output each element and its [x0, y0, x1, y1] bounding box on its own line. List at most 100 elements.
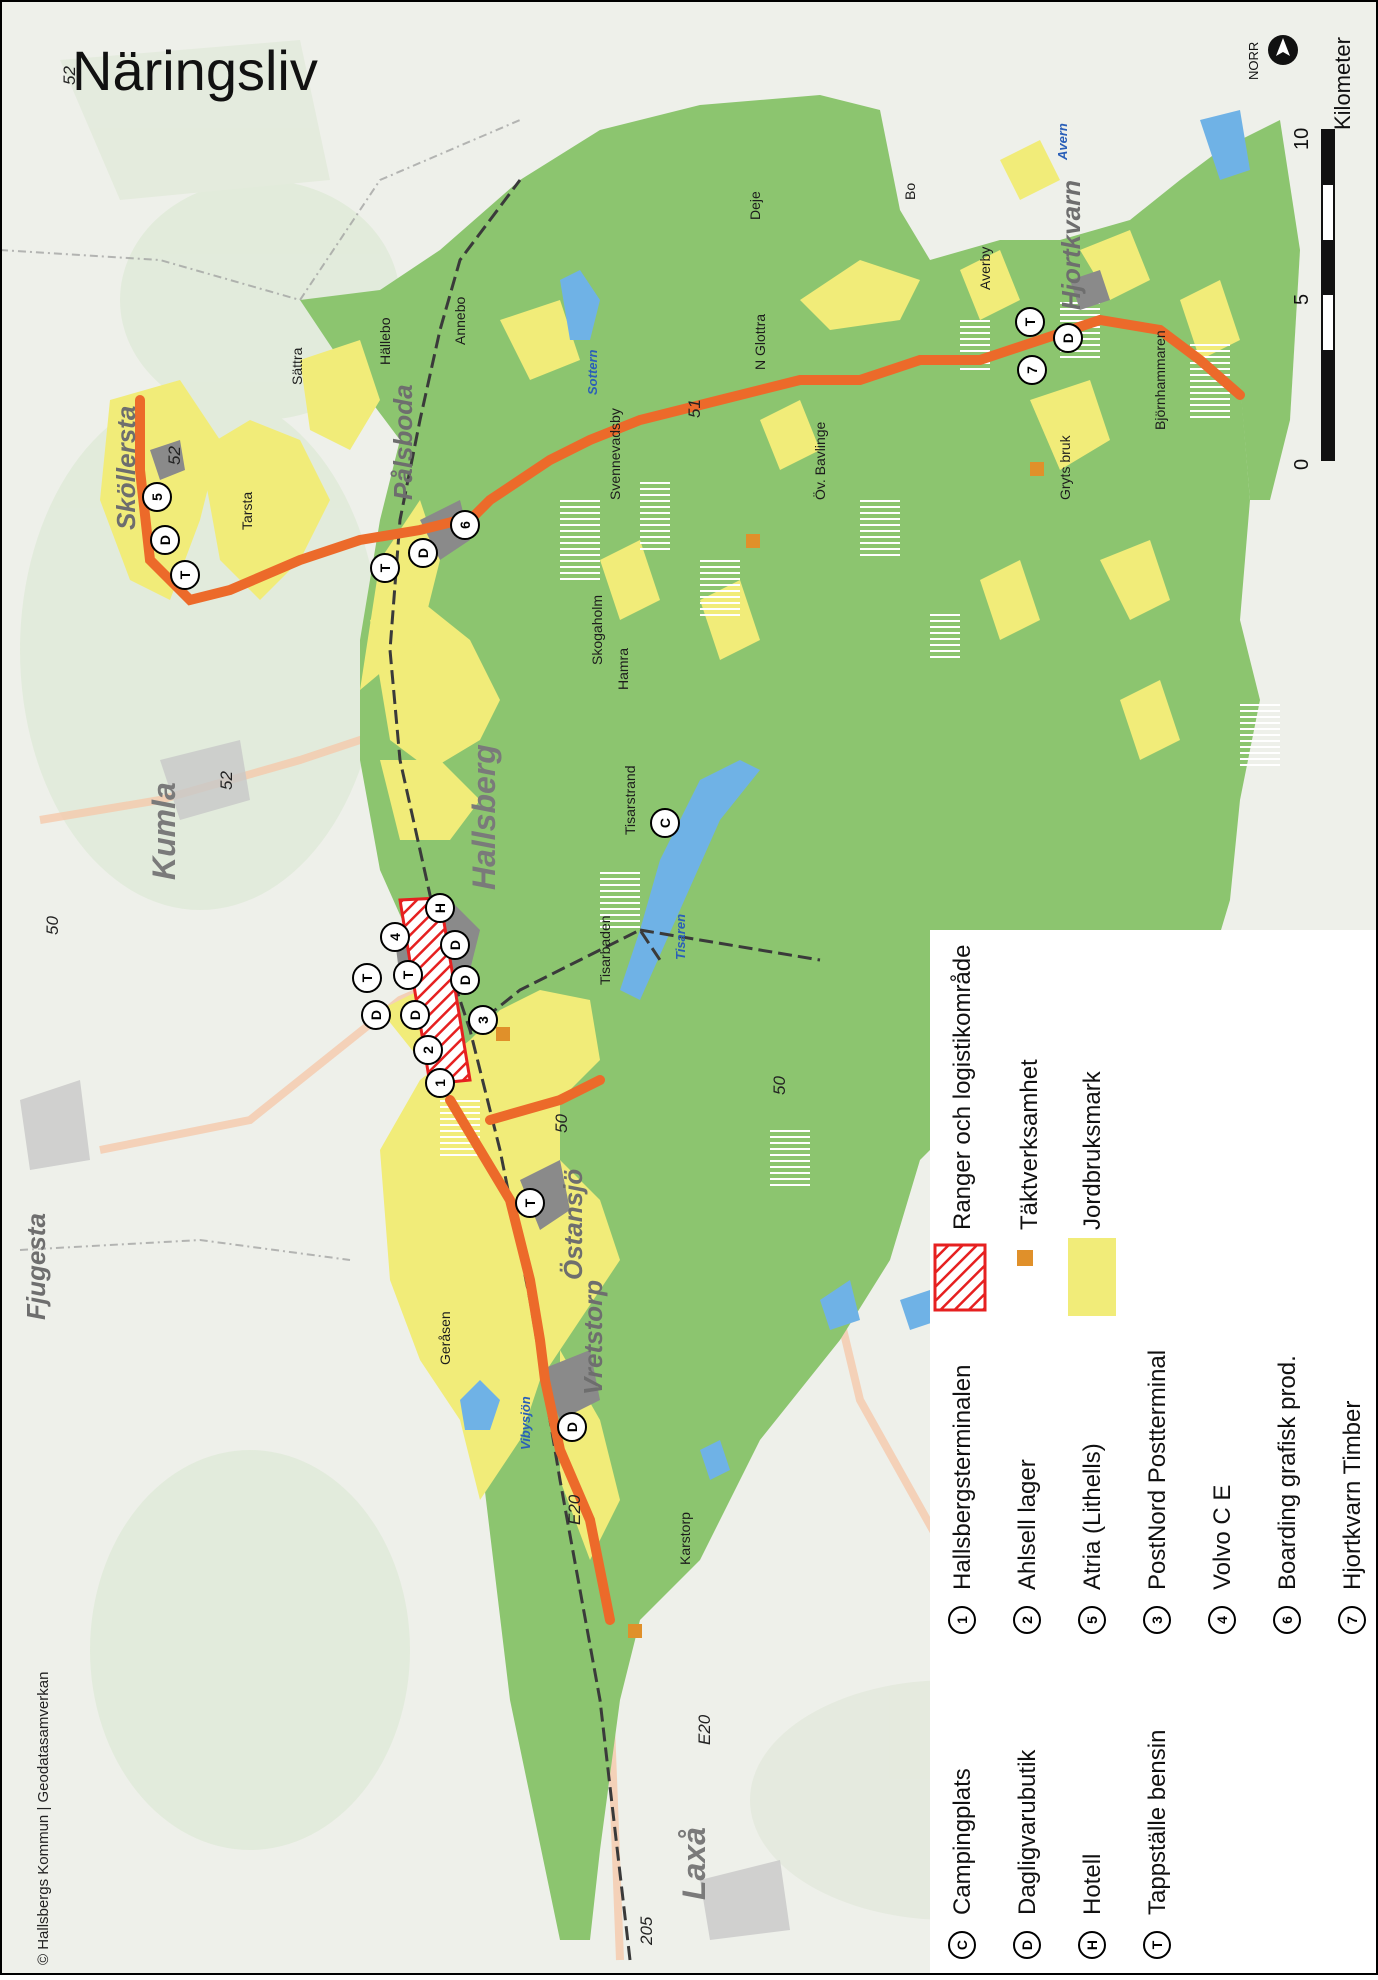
- road-label-50: 50: [552, 1114, 571, 1133]
- place-deje: Deje: [747, 191, 763, 220]
- municipality-area-east: [1220, 120, 1300, 500]
- map-symbol-6[interactable]: 6: [450, 510, 480, 540]
- legend-item-atria: 5 Atria (Lithells): [1078, 1443, 1106, 1634]
- svg-text:Ranger och logistikområde: Ranger och logistikområde: [949, 945, 976, 1230]
- map-symbol-d[interactable]: D: [400, 1000, 430, 1030]
- place-skogaholm: Skogaholm: [589, 595, 605, 665]
- legend-item-ranger: Ranger och logistikområde: [933, 945, 987, 1312]
- place-hallebo: Hällebo: [377, 317, 393, 365]
- svg-text:Hallsbergsterminalen: Hallsbergsterminalen: [949, 1365, 976, 1590]
- road-labels: E20 E20 50 50 50 51 52 52 52 205: [43, 66, 789, 1946]
- svg-text:Boarding grafisk prod.: Boarding grafisk prod.: [1274, 1355, 1301, 1590]
- quarry-marker: [496, 1027, 510, 1041]
- svg-text:D: D: [368, 1010, 384, 1020]
- legend: C Campingplats D Dagligvarubutik H Hotel…: [933, 945, 1366, 1959]
- map-symbol-d[interactable]: D: [361, 1000, 391, 1030]
- svg-text:Hotell: Hotell: [1079, 1854, 1106, 1915]
- map-symbol-5[interactable]: 5: [142, 482, 172, 512]
- lake-vibysjon: Vibysjön: [518, 1396, 533, 1450]
- svg-text:5: 5: [149, 493, 165, 501]
- map-title: Näringsliv: [72, 39, 318, 102]
- svg-text:Hjortkvarn Timber: Hjortkvarn Timber: [1339, 1401, 1366, 1590]
- road-label-52: 52: [60, 66, 79, 85]
- quarry-marker: [746, 534, 760, 548]
- svg-text:3: 3: [1149, 1616, 1165, 1624]
- svg-text:T: T: [359, 973, 375, 982]
- svg-text:D: D: [157, 535, 173, 545]
- town-palsboda: Pålsboda: [388, 384, 418, 500]
- svg-text:T: T: [400, 970, 416, 979]
- svg-text:Dagligvarubutik: Dagligvarubutik: [1014, 1749, 1041, 1915]
- map-symbol-d[interactable]: D: [557, 1412, 587, 1442]
- legend-item-campingplats: C Campingplats: [948, 1768, 976, 1959]
- map-symbol-t[interactable]: T: [370, 553, 400, 583]
- map-symbol-3[interactable]: 3: [468, 1005, 498, 1035]
- town-hallsberg: Hallsberg: [466, 744, 502, 890]
- legend-item-postnord: 3 PostNord Postterminal: [1143, 1350, 1171, 1634]
- map-symbol-1[interactable]: 1: [425, 1068, 455, 1098]
- road-51: [465, 314, 1245, 525]
- map-symbol-t[interactable]: T: [1015, 307, 1045, 337]
- svg-text:Tappställe bensin: Tappställe bensin: [1144, 1730, 1171, 1915]
- map-symbol-h[interactable]: H: [425, 893, 455, 923]
- legend-item-boarding: 6 Boarding grafisk prod.: [1273, 1355, 1301, 1634]
- scale-tick: 0: [1291, 459, 1313, 470]
- town-kumla: Kumla: [146, 782, 182, 880]
- town-fjugesta: Fjugesta: [21, 1213, 51, 1320]
- place-bjornhammaren: Björnhammaren: [1152, 330, 1168, 430]
- legend-item-volvo: 4 Volvo C E: [1208, 1485, 1236, 1634]
- map-symbol-4[interactable]: 4: [380, 922, 410, 952]
- road-label-50: 50: [43, 916, 62, 935]
- svg-text:Volvo C E: Volvo C E: [1209, 1485, 1236, 1590]
- lake-labels: Vibysjön Tisaren Sottern Avern: [518, 123, 1070, 1450]
- map-symbol-d[interactable]: D: [408, 538, 438, 568]
- legend-item-ahlsell: 2 Ahlsell lager: [1013, 1459, 1041, 1634]
- svg-text:1: 1: [432, 1079, 448, 1087]
- svg-text:4: 4: [387, 933, 403, 941]
- svg-text:Jordbruksmark: Jordbruksmark: [1079, 1070, 1106, 1230]
- town-skollersta: Sköllersta: [111, 406, 141, 530]
- svg-text:D: D: [415, 548, 431, 558]
- place-n-glottra: N Glottra: [752, 314, 768, 370]
- map-symbol-2[interactable]: 2: [413, 1035, 443, 1065]
- map-symbol-7[interactable]: 7: [1017, 355, 1047, 385]
- place-ov-bavlinge: Öv. Bavlinge: [811, 421, 828, 500]
- road-label-51: 51: [685, 399, 704, 418]
- map-symbol-d[interactable]: D: [1053, 323, 1083, 353]
- svg-text:7: 7: [1344, 1616, 1360, 1624]
- map-symbol-c[interactable]: C: [650, 808, 680, 838]
- road-label-52: 52: [165, 446, 184, 465]
- svg-text:2: 2: [420, 1046, 436, 1054]
- map-symbol-t[interactable]: T: [352, 963, 382, 993]
- map-symbol-d[interactable]: D: [450, 965, 480, 995]
- background-urban: [20, 740, 790, 1940]
- road-e20: [445, 1095, 615, 1625]
- place-tarsta: Tarsta: [239, 492, 255, 530]
- municipality-area: [300, 95, 1260, 1940]
- svg-text:4: 4: [1214, 1616, 1230, 1624]
- svg-text:5: 5: [1084, 1616, 1100, 1624]
- svg-text:D: D: [1019, 1940, 1035, 1950]
- town-labels: Fjugesta Kumla Laxå Hallsberg Östansjö V…: [21, 180, 1086, 1900]
- map-symbol-t[interactable]: T: [393, 960, 423, 990]
- place-svennevadsby: Svennevadsby: [607, 408, 623, 500]
- map-symbol-d[interactable]: D: [440, 930, 470, 960]
- svg-text:Täktverksamhet: Täktverksamhet: [1016, 1059, 1043, 1230]
- svg-text:PostNord Postterminal: PostNord Postterminal: [1144, 1350, 1171, 1590]
- place-sattra: Sättra: [289, 347, 305, 385]
- svg-text:T: T: [377, 563, 393, 572]
- svg-text:T: T: [522, 1198, 538, 1207]
- svg-text:3: 3: [475, 1016, 491, 1024]
- svg-text:T: T: [1022, 317, 1038, 326]
- town-ostansjo: Östansjö: [558, 1169, 588, 1280]
- svg-text:C: C: [657, 818, 673, 828]
- map-symbol-d[interactable]: D: [150, 525, 180, 555]
- legend-item-hallsbergsterminalen: 1 Hallsbergsterminalen: [948, 1365, 976, 1634]
- map-symbol-t[interactable]: T: [170, 560, 200, 590]
- svg-text:2: 2: [1019, 1616, 1035, 1624]
- place-geraasen: Geråsen: [437, 1311, 453, 1365]
- north-arrow-icon: [1276, 38, 1290, 56]
- map-symbol-t[interactable]: T: [515, 1188, 545, 1218]
- road-label-52: 52: [217, 771, 236, 790]
